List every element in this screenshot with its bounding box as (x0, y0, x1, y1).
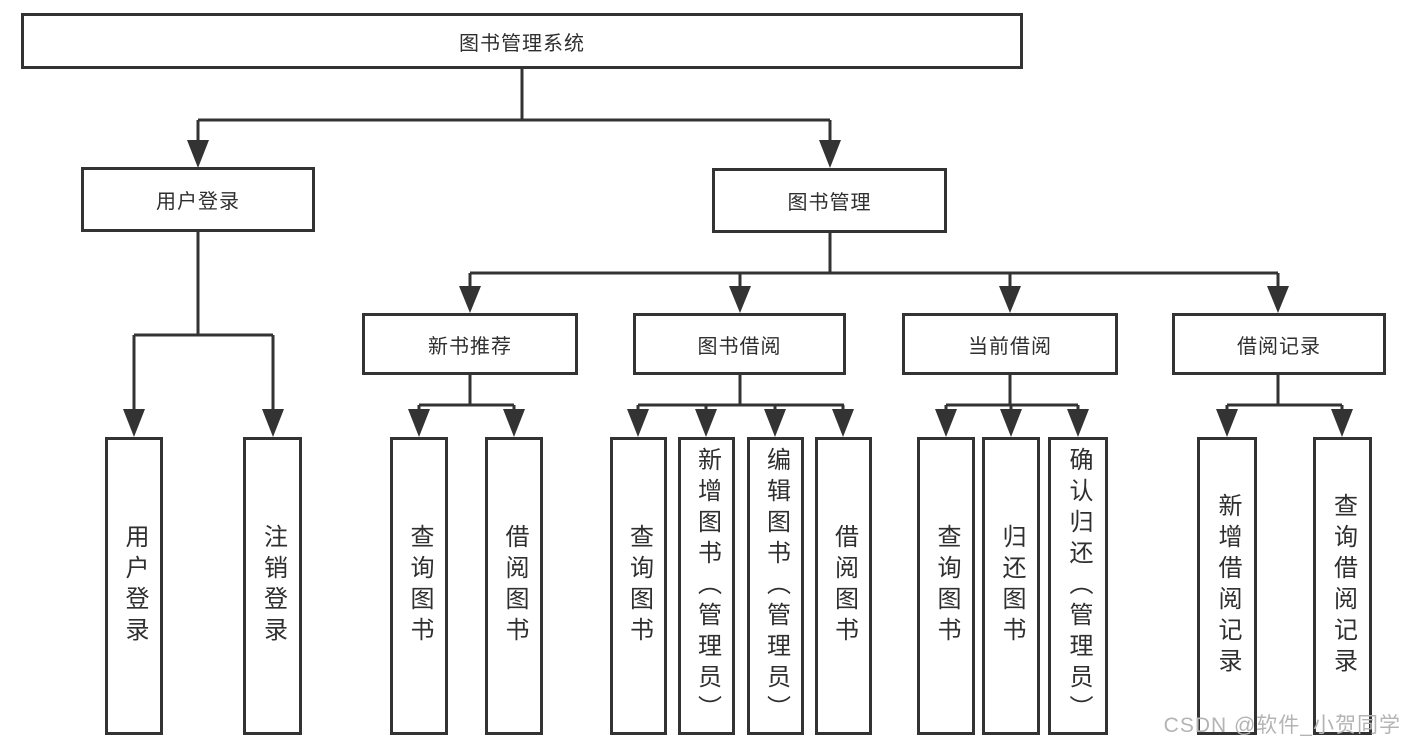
arrowhead (935, 409, 957, 437)
arrowhead (262, 409, 284, 437)
node-current-borrow: 当前借阅 (902, 313, 1118, 375)
leaf-bb-query-books: 查询图书 (610, 437, 667, 735)
node-library-management-system: 图书管理系统 (21, 13, 1023, 69)
node-label: 新书推荐 (428, 335, 512, 358)
watermark: CSDN @软件_小贺同学 (1163, 714, 1401, 737)
node-label: 用户登录 (156, 191, 240, 213)
arrowhead (729, 286, 751, 313)
node-label: 编辑图书（管理员） (762, 446, 790, 726)
node-label: 查询借阅记录 (1329, 493, 1357, 679)
leaf-cb-confirm-return-admin: 确认归还（管理员） (1048, 437, 1108, 735)
node-label: 查询图书 (933, 524, 960, 648)
arrowhead (1267, 286, 1289, 313)
leaf-nbr-query-books: 查询图书 (390, 437, 448, 735)
arrowhead (1216, 409, 1238, 437)
leaf-logout: 注销登录 (243, 437, 302, 735)
arrowhead (832, 409, 854, 437)
node-label: 查询图书 (625, 524, 653, 648)
node-label: 归还图书 (998, 524, 1025, 648)
node-label: 借阅图书 (830, 524, 858, 648)
leaf-bb-add-books-admin: 新增图书（管理员） (678, 437, 735, 735)
arrowhead (408, 409, 430, 437)
node-label: 注销登录 (259, 524, 287, 648)
leaf-cb-return-books: 归还图书 (982, 437, 1040, 735)
arrowhead (1000, 409, 1022, 437)
leaf-br-add-record: 新增借阅记录 (1197, 437, 1257, 735)
arrowhead (695, 409, 717, 437)
leaf-bb-edit-books-admin: 编辑图书（管理员） (747, 437, 804, 735)
leaf-bb-borrow-books: 借阅图书 (815, 437, 872, 735)
node-label: 图书借阅 (697, 335, 782, 358)
arrowhead (627, 409, 649, 437)
arrowhead (819, 140, 841, 168)
node-user-login: 用户登录 (81, 167, 315, 232)
node-book-management: 图书管理 (712, 168, 947, 233)
node-new-book-recommend: 新书推荐 (362, 313, 578, 375)
arrowhead (1067, 409, 1089, 437)
arrowhead (764, 409, 786, 437)
arrowhead (187, 140, 209, 168)
arrowhead (503, 409, 525, 437)
node-label: 查询图书 (406, 524, 433, 648)
node-label: 借阅记录 (1237, 335, 1321, 358)
node-label: 借阅图书 (501, 524, 528, 648)
arrowhead (999, 286, 1021, 313)
arrowhead (123, 409, 145, 437)
leaf-user-login: 用户登录 (105, 437, 163, 735)
arrowhead (459, 286, 481, 313)
leaf-nbr-borrow-books: 借阅图书 (485, 437, 543, 735)
node-label: 新增借阅记录 (1214, 493, 1241, 679)
node-label: 用户登录 (121, 524, 148, 648)
node-label: 确认归还（管理员） (1065, 446, 1092, 726)
node-book-borrow: 图书借阅 (633, 313, 846, 375)
node-label: 当前借阅 (968, 335, 1052, 358)
node-label: 新增图书（管理员） (693, 446, 721, 726)
node-borrow-records: 借阅记录 (1172, 313, 1386, 375)
arrowhead (1331, 409, 1353, 437)
node-label: 图书管理 (787, 192, 872, 214)
node-label: 图书管理系统 (459, 32, 585, 55)
leaf-br-query-record: 查询借阅记录 (1313, 437, 1372, 735)
leaf-cb-query-books: 查询图书 (917, 437, 975, 735)
